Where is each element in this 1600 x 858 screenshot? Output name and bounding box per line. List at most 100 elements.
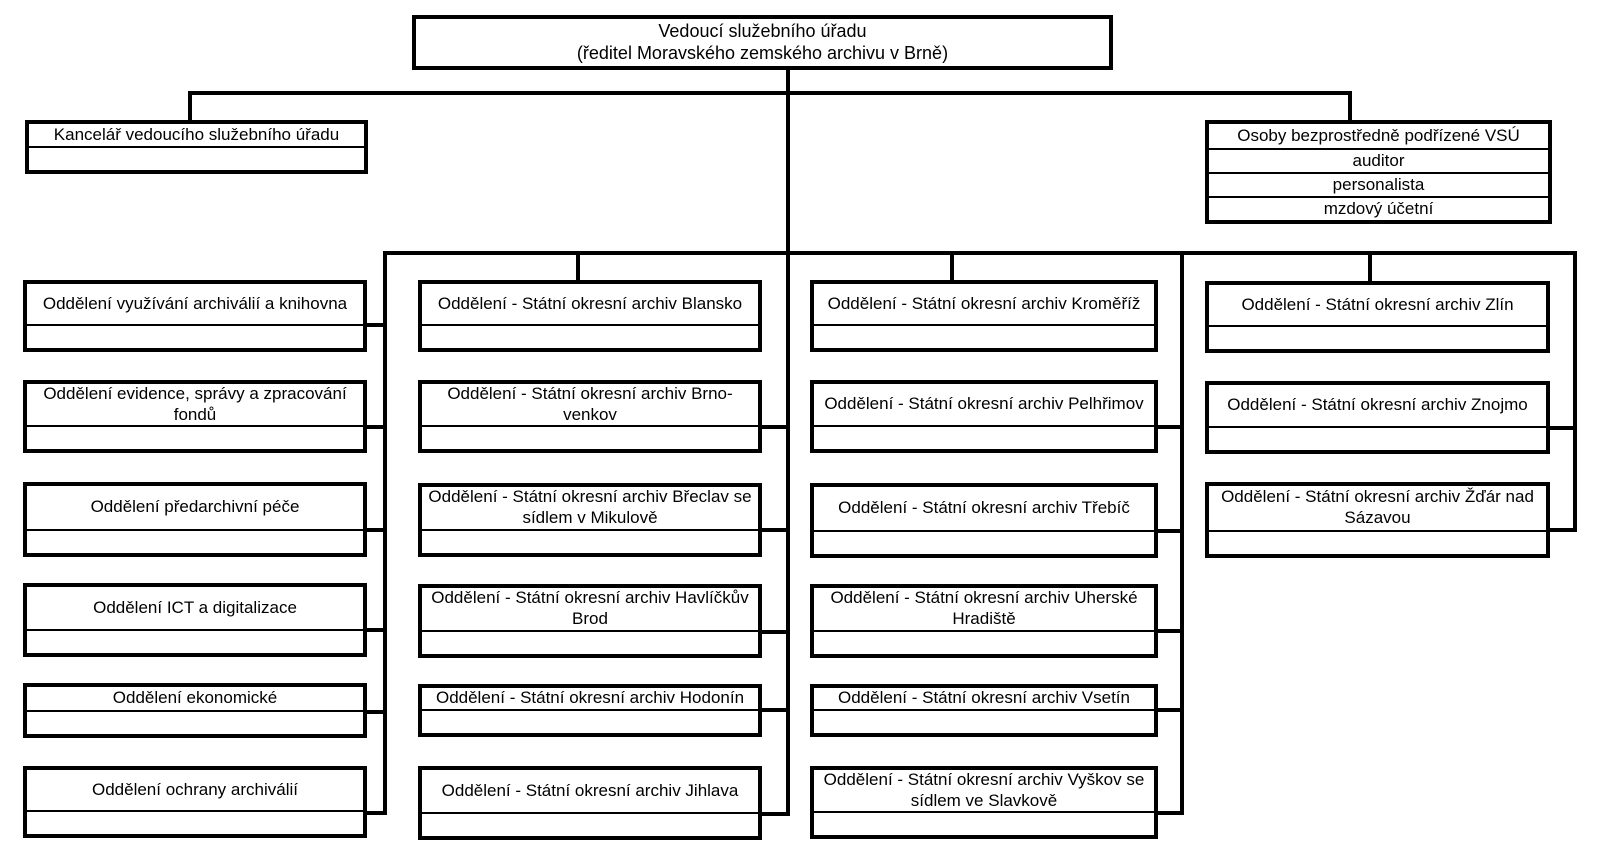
org-box-title: Oddělení - Státní okresní archiv Třebíč: [838, 498, 1130, 518]
org-box-kancelar: Kancelář vedoucího služebního úřadu: [25, 120, 368, 174]
connector-line-horizontal: [1156, 811, 1184, 815]
org-box-title: Oddělení - Státní okresní archiv Uherské…: [830, 588, 1138, 628]
org-box-empty-row: [1209, 325, 1546, 349]
org-box-col1-4: Oddělení ICT a digitalizace: [23, 583, 367, 657]
org-box-title: Oddělení evidence, správy a zpracování f…: [43, 384, 347, 424]
org-box-col1-2: Oddělení evidence, správy a zpracování f…: [23, 380, 367, 453]
org-box-empty-row: [814, 425, 1154, 449]
connector-line-vertical: [1348, 91, 1352, 122]
connector-line-vertical: [576, 251, 580, 284]
connector-line-vertical: [786, 68, 790, 814]
connector-line-horizontal: [365, 425, 387, 429]
org-box-osoby: Osoby bezprostředně podřízené VSÚ audito…: [1205, 120, 1552, 224]
connector-line-horizontal: [383, 251, 1577, 255]
org-box-col4-3: Oddělení - Státní okresní archiv Žďár na…: [1205, 482, 1550, 558]
org-box-empty-row: [27, 425, 363, 449]
org-box-title: Oddělení - Státní okresní archiv Vyškov …: [823, 770, 1145, 810]
org-box-col2-4: Oddělení - Státní okresní archiv Havlíčk…: [418, 584, 762, 658]
connector-line-horizontal: [365, 628, 387, 632]
org-box-title: Oddělení ICT a digitalizace: [93, 597, 297, 617]
org-box-title: Oddělení - Státní okresní archiv Havlíčk…: [431, 588, 749, 628]
org-box-empty-row: [27, 629, 363, 653]
org-box-col1-6: Oddělení ochrany archiválií: [23, 766, 367, 838]
org-box-empty-row: [422, 812, 758, 836]
org-box-title: Oddělení - Státní okresní archiv Blansko: [437, 293, 743, 313]
org-box-empty-row: [422, 425, 758, 449]
connector-line-horizontal: [365, 323, 387, 327]
connector-line-horizontal: [1156, 425, 1184, 429]
connector-line-horizontal: [760, 630, 790, 634]
org-box-empty-row: [814, 324, 1154, 348]
org-box-title: Oddělení - Státní okresní archiv Znojmo: [1227, 395, 1528, 415]
connector-line-horizontal: [760, 528, 790, 532]
org-box-title: Oddělení - Státní okresní archiv Brno-ve…: [447, 384, 733, 424]
org-box-col2-2: Oddělení - Státní okresní archiv Brno-ve…: [418, 380, 762, 453]
org-box-empty-row: [422, 324, 758, 348]
org-box-empty-row: [422, 709, 758, 733]
org-box-title: Oddělení - Státní okresní archiv Žďár na…: [1221, 487, 1534, 527]
connector-line-horizontal: [1156, 708, 1184, 712]
connector-line-vertical: [1368, 251, 1372, 285]
org-box-col3-5: Oddělení - Státní okresní archiv Vsetín: [810, 684, 1158, 737]
org-box-empty-row: [29, 146, 364, 170]
connector-line-vertical: [950, 251, 954, 284]
org-box-title: Osoby bezprostředně podřízené VSÚ: [1237, 125, 1520, 145]
org-box-col2-1: Oddělení - Státní okresní archiv Blansko: [418, 280, 762, 352]
org-box-empty-row: [422, 630, 758, 654]
connector-line-vertical: [1573, 251, 1577, 532]
org-box-row-personalista: personalista: [1209, 172, 1548, 196]
connector-line-horizontal: [1156, 529, 1184, 533]
org-box-title: Oddělení - Státní okresní archiv Pelhřim…: [824, 394, 1144, 414]
org-box-empty-row: [814, 811, 1154, 835]
org-box-empty-row: [1209, 530, 1546, 554]
org-box-title: Oddělení - Státní okresní archiv Zlín: [1241, 294, 1514, 314]
org-box-title: Oddělení předarchivní péče: [90, 497, 300, 517]
org-box-col2-6: Oddělení - Státní okresní archiv Jihlava: [418, 766, 762, 840]
connector-line-horizontal: [365, 811, 387, 815]
connector-line-horizontal: [1548, 528, 1577, 532]
org-box-root: Vedoucí služebního úřadu (ředitel Moravs…: [412, 15, 1113, 70]
org-box-title: Oddělení - Státní okresní archiv Vsetín: [838, 688, 1130, 708]
org-box-title: Kancelář vedoucího služebního úřadu: [53, 124, 340, 144]
connector-line-vertical: [1180, 251, 1184, 815]
root-title-line1: Vedoucí služebního úřadu: [658, 20, 867, 41]
org-box-empty-row: [422, 529, 758, 553]
org-box-col3-2: Oddělení - Státní okresní archiv Pelhřim…: [810, 380, 1158, 453]
org-box-row-auditor: auditor: [1209, 148, 1548, 172]
org-box-title: Oddělení - Státní okresní archiv Kroměří…: [827, 293, 1141, 313]
org-box-col1-5: Oddělení ekonomické: [23, 683, 367, 738]
connector-line-horizontal: [760, 708, 790, 712]
connector-line-horizontal: [760, 812, 790, 816]
org-box-title: Oddělení - Státní okresní archiv Hodonín: [435, 688, 745, 708]
org-box-title: Oddělení ekonomické: [112, 688, 278, 708]
root-title-line2: (ředitel Moravského zemského archivu v B…: [576, 42, 949, 63]
connector-line-vertical: [188, 91, 192, 122]
org-box-title: Oddělení využívání archiválií a knihovna: [42, 293, 348, 313]
org-box-col4-1: Oddělení - Státní okresní archiv Zlín: [1205, 281, 1550, 353]
org-box-col1-3: Oddělení předarchivní péče: [23, 482, 367, 557]
org-box-empty-row: [814, 630, 1154, 654]
org-box-title: Oddělení ochrany archiválií: [91, 779, 298, 799]
org-box-title: Oddělení - Státní okresní archiv Jihlava: [441, 780, 739, 800]
org-box-col3-6: Oddělení - Státní okresní archiv Vyškov …: [810, 766, 1158, 839]
org-box-col2-5: Oddělení - Státní okresní archiv Hodonín: [418, 684, 762, 737]
org-box-col3-3: Oddělení - Státní okresní archiv Třebíč: [810, 483, 1158, 558]
org-box-row-mzdovy-ucetni: mzdový účetní: [1209, 196, 1548, 220]
connector-line-horizontal: [365, 528, 387, 532]
org-box-empty-row: [27, 710, 363, 734]
org-box-empty-row: [27, 810, 363, 834]
org-box-col1-1: Oddělení využívání archiválií a knihovna: [23, 280, 367, 352]
org-box-title: Vedoucí služebního úřadu (ředitel Moravs…: [416, 19, 1109, 66]
org-box-title: Oddělení - Státní okresní archiv Břeclav…: [428, 487, 752, 527]
org-box-col3-1: Oddělení - Státní okresní archiv Kroměří…: [810, 280, 1158, 352]
org-box-empty-row: [27, 324, 363, 348]
org-box-empty-row: [814, 709, 1154, 733]
connector-line-vertical: [383, 251, 387, 815]
connector-line-horizontal: [188, 91, 1352, 95]
org-box-col2-3: Oddělení - Státní okresní archiv Břeclav…: [418, 483, 762, 557]
org-box-col4-2: Oddělení - Státní okresní archiv Znojmo: [1205, 381, 1550, 454]
connector-line-horizontal: [760, 425, 790, 429]
connector-line-horizontal: [1156, 629, 1184, 633]
connector-line-horizontal: [1548, 426, 1577, 430]
